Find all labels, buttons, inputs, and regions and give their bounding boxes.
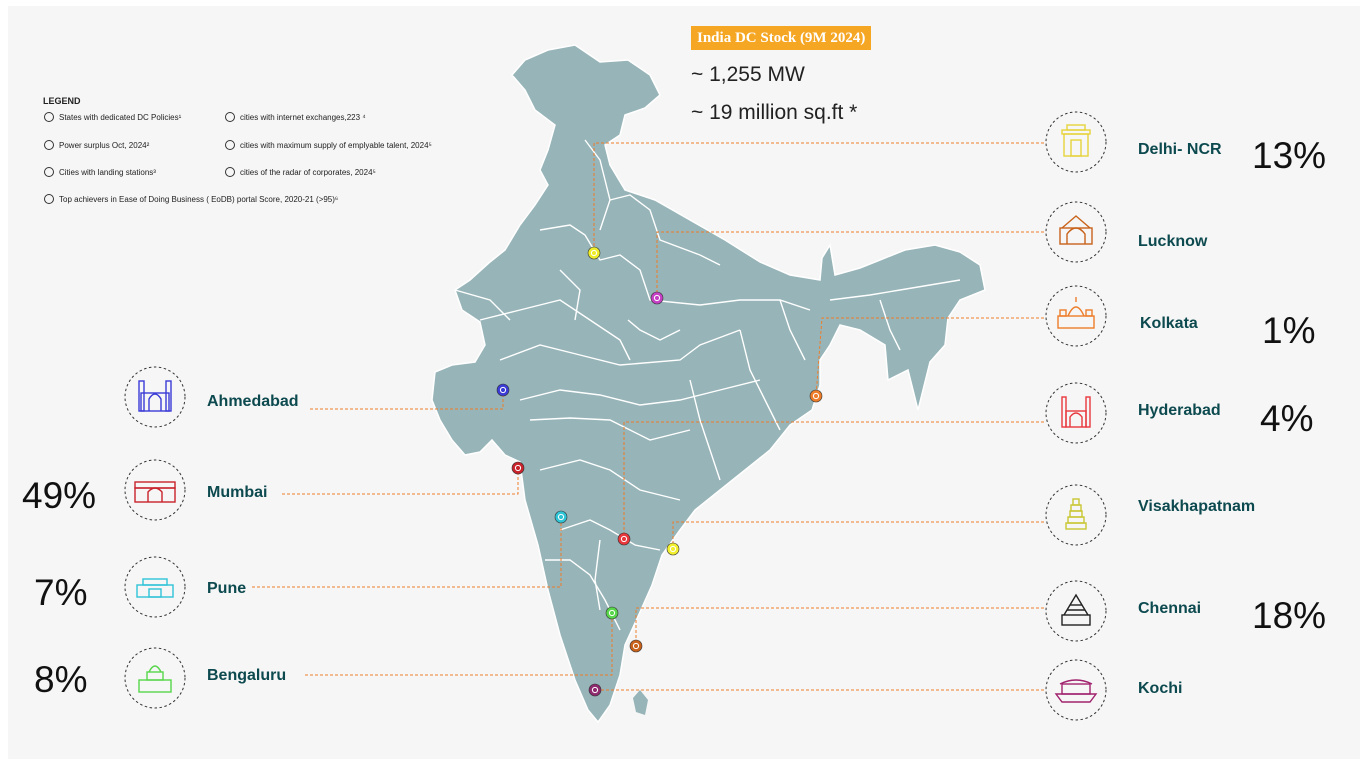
victoria-memorial-icon [1045, 285, 1107, 347]
city-markers [496, 246, 823, 697]
sri-lanka [633, 690, 648, 715]
policy-document-icon [44, 112, 54, 122]
city-marker[interactable] [617, 532, 631, 546]
award-badge-icon [44, 194, 54, 204]
city-label: Kolkata [1140, 315, 1198, 332]
temple-tower-icon [1045, 484, 1107, 546]
ahmedabad-monument-icon [124, 366, 186, 428]
city-icon-badges [124, 111, 1107, 721]
legend-item: Power surplus Oct, 2024² [43, 139, 149, 151]
charminar-icon [1045, 382, 1107, 444]
dc-stock-badge: India DC Stock (9M 2024) [691, 26, 872, 50]
city-label: Chennai [1138, 600, 1202, 617]
landing-pin-icon [44, 167, 54, 177]
talent-person-icon [225, 140, 235, 150]
legend-title: LEGEND [43, 96, 81, 106]
connector-lucknow-gate [656, 231, 1044, 298]
connector-ahmedabad-monument [310, 390, 504, 410]
connector-chennai-temple [635, 607, 1044, 646]
legend-item-label: States with dedicated DC Policies¹ [59, 112, 182, 122]
legend-item-label: cities of the radar of corporates, 2024⁵ [240, 167, 376, 177]
city-marker[interactable] [650, 291, 664, 305]
chennai-temple-icon [1045, 580, 1107, 642]
legend-item-label: Power surplus Oct, 2024² [59, 140, 150, 150]
legend-item: Top achievers in Ease of Doing Business … [43, 193, 338, 205]
city-label: Kochi [1138, 680, 1183, 697]
share-percent: 18% [1252, 595, 1327, 636]
legend-item-label: Top achievers in Ease of Doing Business … [59, 194, 339, 204]
vidhana-soudha-icon [124, 647, 186, 709]
city-marker[interactable] [605, 606, 619, 620]
legend-item: States with dedicated DC Policies¹ [43, 111, 181, 123]
area-value: ~ 19 million sq.ft * [691, 101, 858, 124]
power-tower-icon [44, 140, 54, 150]
lucknow-gate-icon [1045, 201, 1107, 263]
connector-victoria-memorial [815, 317, 1044, 397]
legend-item-label: cities with maximum supply of emplyable … [240, 140, 432, 150]
city-label: Bengaluru [207, 667, 287, 684]
share-percent: 49% [22, 475, 97, 516]
gateway-of-india-icon [124, 459, 186, 521]
connector-charminar [623, 421, 1044, 539]
share-percent: 4% [1260, 398, 1314, 439]
connector-gateway-of-india [282, 468, 519, 495]
legend-item: cities with internet exchanges,223 ⁴ [224, 111, 366, 123]
legend-item-label: Cities with landing stations³ [59, 167, 156, 177]
city-label: Hyderabad [1138, 402, 1221, 419]
houseboat-icon [1045, 659, 1107, 721]
legend: LEGEND [43, 96, 81, 109]
legend-item: cities of the radar of corporates, 2024⁵ [224, 166, 376, 178]
globe-icon [225, 112, 235, 122]
city-label: Mumbai [207, 484, 268, 501]
legend-item: cities with maximum supply of emplyable … [224, 139, 432, 151]
city-label: Lucknow [1138, 233, 1208, 250]
connector-india-gate [593, 142, 1044, 253]
share-percent: 13% [1252, 135, 1327, 176]
city-label: Visakhapatnam [1138, 498, 1256, 515]
connector-vidhana-soudha [305, 613, 613, 676]
india-landmass [431, 44, 986, 724]
city-label: Delhi- NCR [1138, 141, 1222, 158]
city-label: Pune [207, 580, 247, 597]
share-percent: 1% [1262, 310, 1316, 351]
city-marker[interactable] [588, 683, 602, 697]
city-marker[interactable] [666, 542, 680, 556]
city-marker[interactable] [629, 639, 643, 653]
connector-lines [252, 142, 1044, 691]
india-gate-icon [1045, 111, 1107, 173]
city-marker[interactable] [554, 510, 568, 524]
city-marker[interactable] [511, 461, 525, 475]
city-label: Ahmedabad [207, 393, 299, 410]
legend-item: Cities with landing stations³ [43, 166, 156, 178]
pune-palace-icon [124, 556, 186, 618]
radar-globe-icon [225, 167, 235, 177]
city-marker[interactable] [496, 383, 510, 397]
capacity-value: ~ 1,255 MW [691, 63, 805, 86]
connector-pune-palace [252, 517, 562, 588]
city-marker[interactable] [809, 389, 823, 403]
legend-item-label: cities with internet exchanges,223 ⁴ [240, 112, 366, 122]
share-percent: 7% [34, 572, 88, 613]
connector-temple-tower [672, 521, 1044, 549]
city-marker[interactable] [587, 246, 601, 260]
share-percent: 8% [34, 659, 88, 700]
